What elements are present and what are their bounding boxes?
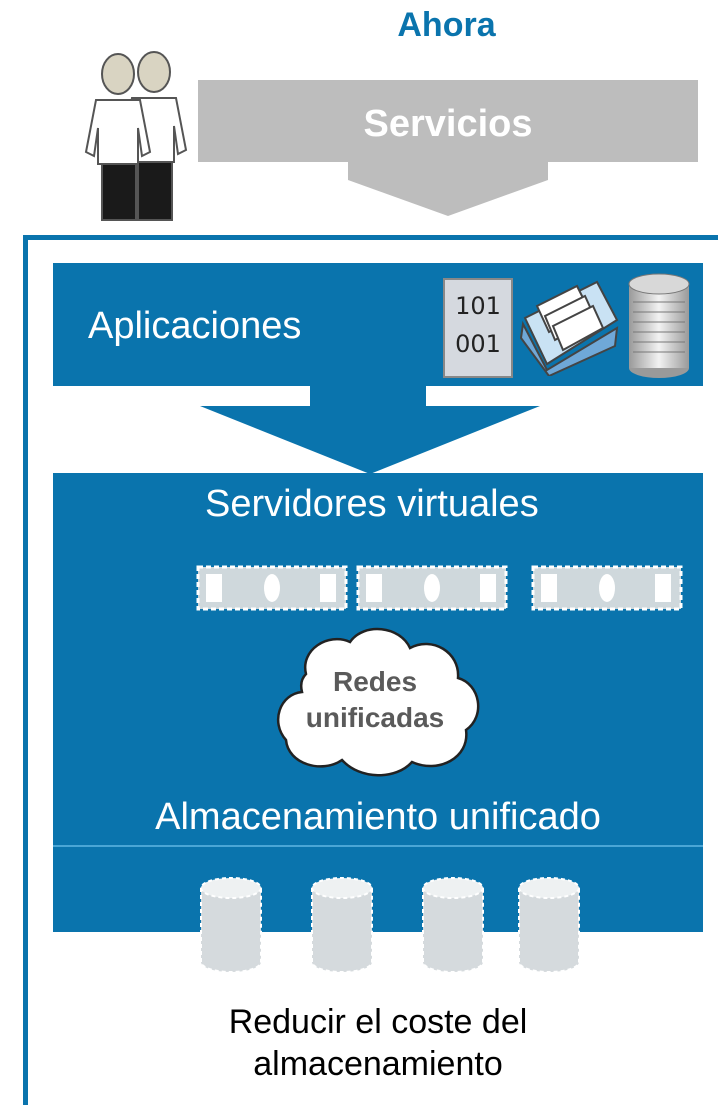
- storage-disk-icon: [518, 877, 580, 973]
- binary-line-2: 001: [455, 330, 501, 358]
- virtual-server-icon: [531, 565, 683, 611]
- storage-disk-icon: [311, 877, 373, 973]
- virtual-servers-label: Servidores virtuales: [205, 483, 539, 525]
- storage-disk-icon: [200, 877, 262, 973]
- database-icon: [628, 273, 690, 378]
- mail-tray-icon: [519, 280, 619, 376]
- applications-label: Aplicaciones: [88, 305, 302, 347]
- binary-line-1: 101: [455, 292, 501, 320]
- storage-box: [53, 845, 703, 932]
- apps-to-servers-arrow: [200, 386, 540, 474]
- virtual-server-icon: [356, 565, 508, 611]
- binary-document-icon: 101 001: [443, 278, 513, 378]
- diagram-frame: [23, 235, 718, 1105]
- unified-network-cloud-icon: [276, 627, 480, 777]
- footer-caption-line-1: Reducir el coste del: [228, 1003, 528, 1041]
- virtual-server-icon: [196, 565, 348, 611]
- users-icon: [84, 51, 188, 221]
- storage-disk-icon: [422, 877, 484, 973]
- services-arrow: [198, 80, 698, 216]
- page-title: Ahora: [397, 6, 496, 44]
- network-label-line-1: Redes: [332, 666, 418, 697]
- network-label-line-2: unificadas: [305, 702, 445, 733]
- unified-storage-label: Almacenamiento unificado: [155, 796, 601, 838]
- services-label: Servicios: [363, 103, 533, 145]
- footer-caption-line-2: almacenamiento: [253, 1045, 503, 1083]
